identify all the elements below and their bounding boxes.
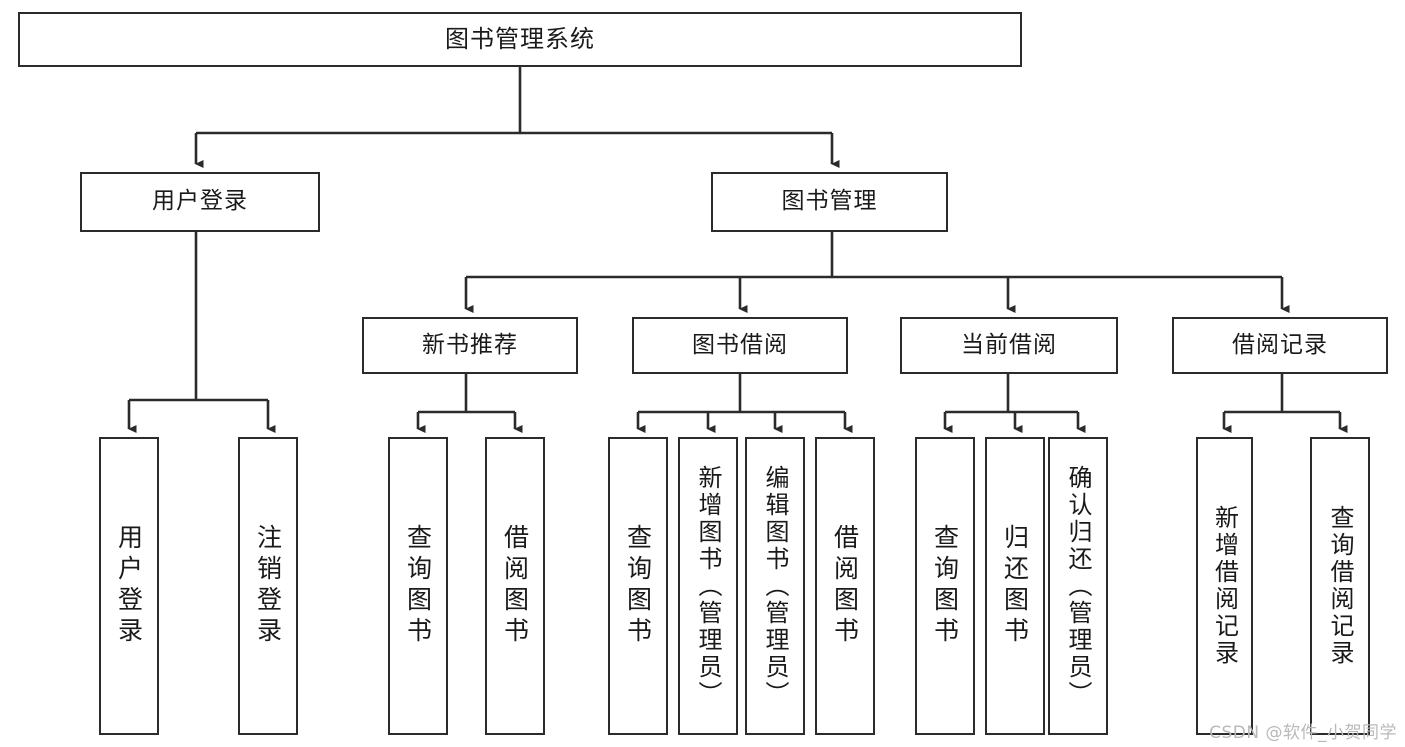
node-label: 查询图书 xyxy=(623,524,653,648)
leaf-user-logout[interactable]: 注销登录 xyxy=(238,437,298,735)
leaf-recommend-query-book[interactable]: 查询图书 xyxy=(388,437,448,735)
leaf-borrow-query-book[interactable]: 查询图书 xyxy=(608,437,668,735)
leaf-current-confirm-return-admin[interactable]: 确认归还（管理员） xyxy=(1048,437,1108,735)
leaf-record-add-record[interactable]: 新增借阅记录 xyxy=(1196,437,1253,735)
node-label: 用户登录 xyxy=(152,188,248,215)
node-label: 注销登录 xyxy=(253,524,283,648)
node-user-login[interactable]: 用户登录 xyxy=(80,172,320,232)
node-label: 查询图书 xyxy=(403,524,433,648)
node-book-management[interactable]: 图书管理 xyxy=(711,172,948,232)
leaf-borrow-edit-book-admin[interactable]: 编辑图书（管理员） xyxy=(745,437,805,735)
node-label: 用户登录 xyxy=(114,524,144,648)
node-new-book-recommend[interactable]: 新书推荐 xyxy=(362,317,578,374)
leaf-current-query-book[interactable]: 查询图书 xyxy=(915,437,975,735)
node-label: 新增借阅记录 xyxy=(1210,505,1239,667)
node-label: 编辑图书（管理员） xyxy=(761,464,789,708)
node-label: 借阅记录 xyxy=(1232,331,1328,358)
node-label: 借阅图书 xyxy=(830,524,860,648)
node-root-system[interactable]: 图书管理系统 xyxy=(18,12,1022,67)
node-borrow-record[interactable]: 借阅记录 xyxy=(1172,317,1388,374)
leaf-record-query-record[interactable]: 查询借阅记录 xyxy=(1310,437,1370,735)
node-label: 当前借阅 xyxy=(961,331,1057,358)
node-label: 查询借阅记录 xyxy=(1326,505,1354,667)
node-label: 图书管理 xyxy=(781,188,878,215)
leaf-current-return-book[interactable]: 归还图书 xyxy=(985,437,1045,735)
node-label: 归还图书 xyxy=(1000,524,1030,648)
node-label: 借阅图书 xyxy=(500,524,530,648)
leaf-borrow-add-book-admin[interactable]: 新增图书（管理员） xyxy=(678,437,738,735)
node-book-borrow[interactable]: 图书借阅 xyxy=(632,317,848,374)
node-label: 新书推荐 xyxy=(422,331,518,358)
node-label: 新增图书（管理员） xyxy=(694,464,722,708)
leaf-recommend-borrow-book[interactable]: 借阅图书 xyxy=(485,437,545,735)
leaf-borrow-borrow-book[interactable]: 借阅图书 xyxy=(815,437,875,735)
leaf-user-login[interactable]: 用户登录 xyxy=(99,437,159,735)
node-label: 图书管理系统 xyxy=(445,25,595,54)
node-label: 确认归还（管理员） xyxy=(1064,464,1092,708)
node-current-borrow[interactable]: 当前借阅 xyxy=(900,317,1118,374)
node-label: 查询图书 xyxy=(930,524,960,648)
node-label: 图书借阅 xyxy=(692,331,788,358)
